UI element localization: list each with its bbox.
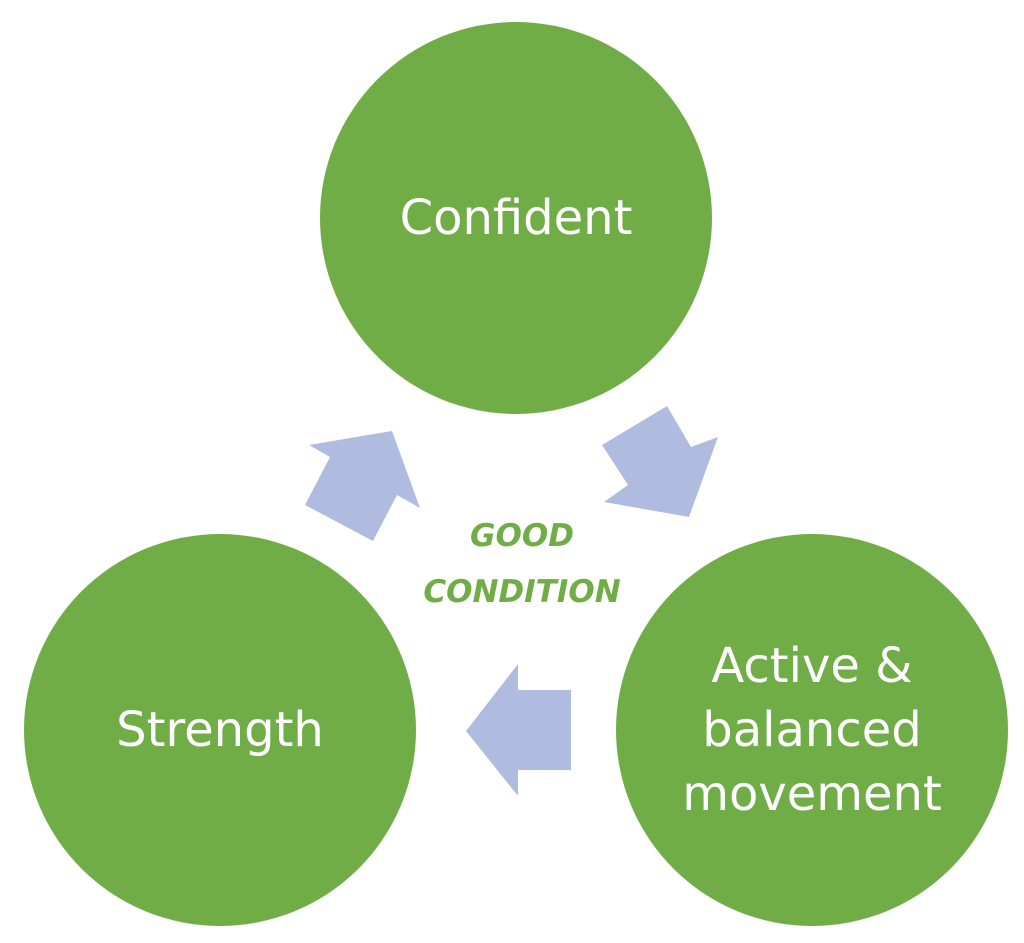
center-label: GOOD CONDITION bbox=[400, 508, 644, 620]
arrow-right-to-left-icon bbox=[466, 664, 571, 796]
node-active-balanced-movement: Active & balanced movement bbox=[616, 534, 1008, 926]
center-label-line-2: CONDITION bbox=[423, 574, 621, 610]
center-label-line-1: GOOD bbox=[470, 518, 574, 554]
node-strength: Strength bbox=[24, 534, 416, 926]
arrow-top-to-right-icon bbox=[602, 406, 718, 517]
node-active-balanced-movement-label: Active & balanced movement bbox=[682, 638, 942, 822]
arrow-left-to-top-icon bbox=[305, 431, 420, 541]
node-confident-label: Confident bbox=[399, 190, 633, 246]
node-confident: Confident bbox=[320, 22, 712, 414]
node-strength-label: Strength bbox=[116, 702, 324, 758]
